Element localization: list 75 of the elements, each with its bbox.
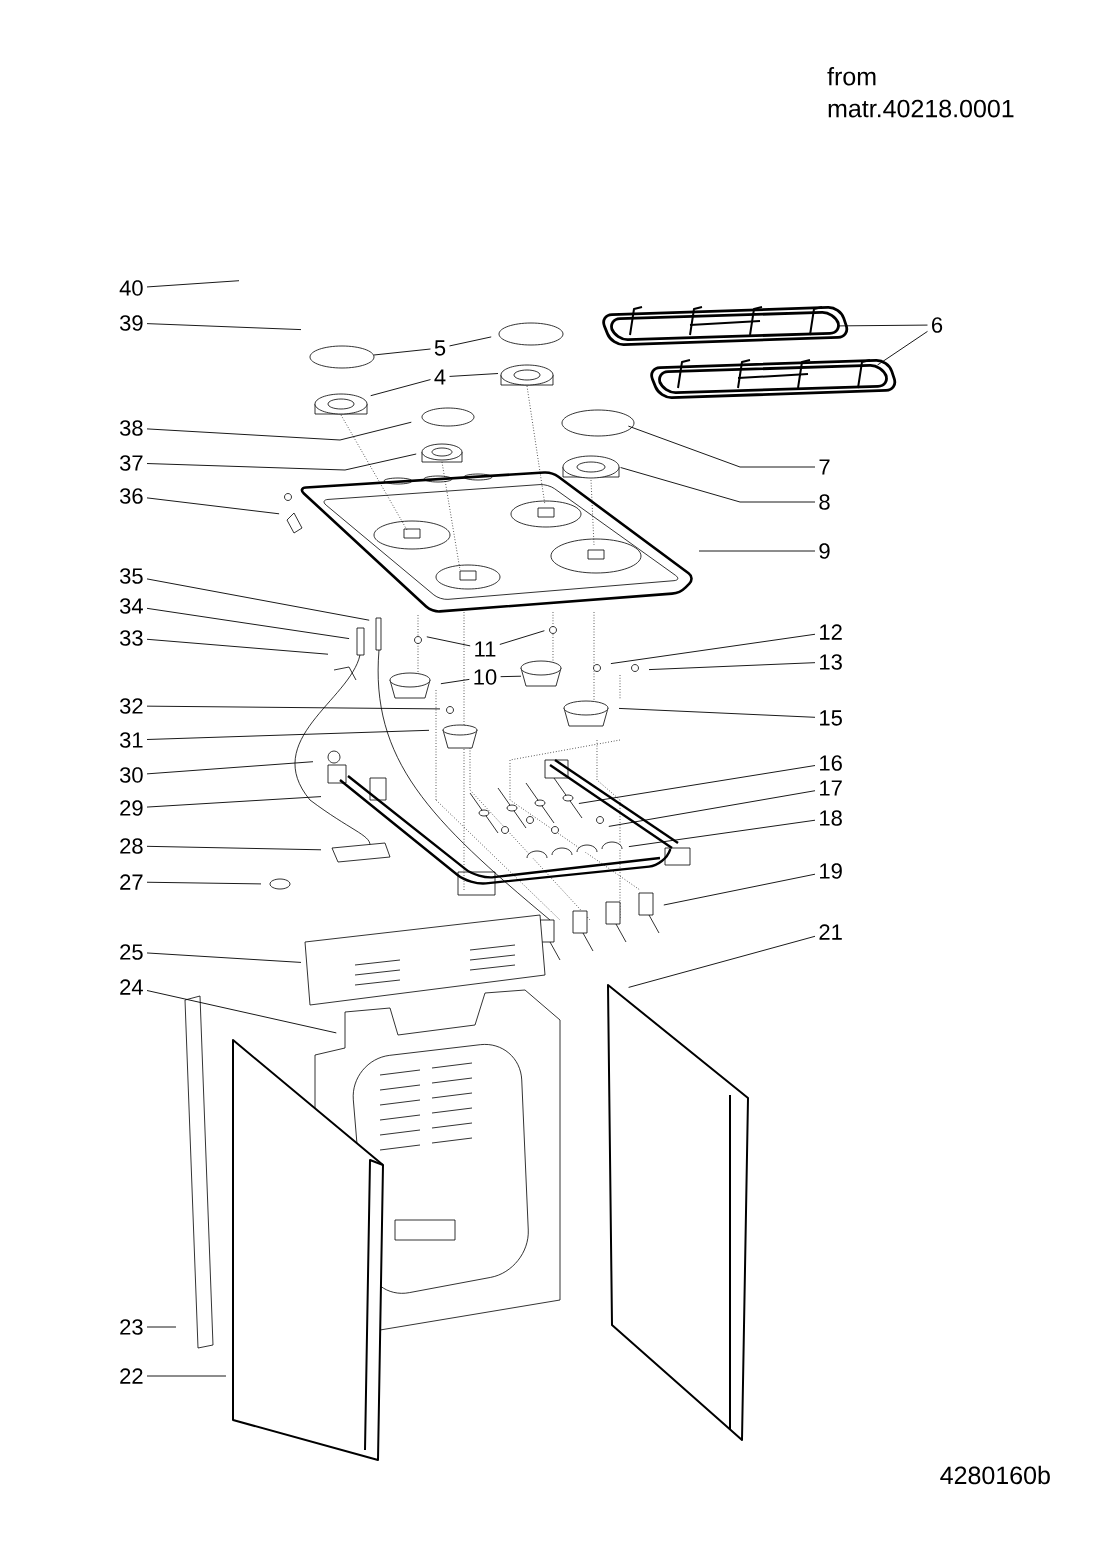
callout-number: 9 xyxy=(819,543,830,559)
leader-line xyxy=(146,1375,227,1377)
leader-line xyxy=(146,729,430,740)
callout-number: 24 xyxy=(120,979,143,995)
note: from matr.40218.0001 xyxy=(827,67,1014,118)
leader-line xyxy=(146,990,337,1034)
leader-line xyxy=(146,421,412,441)
callout-number: 27 xyxy=(120,874,143,890)
callout-number: 17 xyxy=(820,780,842,796)
callout-number: 11 xyxy=(475,641,496,657)
callout-number: 8 xyxy=(819,494,830,510)
callout-number: 18 xyxy=(820,810,842,826)
callout-number: 37 xyxy=(120,455,143,471)
leader-line xyxy=(648,662,816,671)
leader-line xyxy=(449,373,499,377)
callout-number: 10 xyxy=(474,669,497,685)
leader-line xyxy=(628,819,816,848)
leader-line xyxy=(146,497,280,515)
callout-number: 21 xyxy=(819,924,842,940)
callout-number: 38 xyxy=(120,420,143,436)
leader-line xyxy=(146,607,350,640)
leader-line xyxy=(146,881,262,885)
leader-line xyxy=(663,873,816,906)
leader-line xyxy=(499,630,545,645)
callout-number: 40 xyxy=(119,280,143,296)
callout-number: 39 xyxy=(120,315,143,331)
callout-number: 22 xyxy=(120,1368,143,1384)
leader-line xyxy=(146,705,441,710)
leader-line xyxy=(146,638,329,655)
leader-line xyxy=(618,707,816,718)
callout-number: 36 xyxy=(120,488,143,504)
callout-number: 15 xyxy=(820,710,842,726)
callout-number: 12 xyxy=(820,624,842,640)
callout-number: 6 xyxy=(932,317,943,333)
leader-line xyxy=(146,280,240,288)
leader-line xyxy=(440,678,470,685)
callout-number: 31 xyxy=(120,732,143,748)
callout-number: 30 xyxy=(120,767,143,783)
callout-number: 23 xyxy=(120,1319,143,1335)
callout-number: 19 xyxy=(820,863,842,879)
callout-number: 33 xyxy=(120,630,143,646)
callout-number: 25 xyxy=(120,944,143,960)
leader-line xyxy=(146,796,322,808)
leader-line xyxy=(146,952,302,963)
leader-line xyxy=(370,379,431,397)
leader-line xyxy=(146,323,302,331)
callout-number: 28 xyxy=(120,838,143,854)
callout-number: 13 xyxy=(820,654,842,670)
leader-line xyxy=(578,765,816,804)
leader-line xyxy=(146,453,417,471)
leader-line xyxy=(146,761,314,775)
callout-number: 16 xyxy=(820,755,842,771)
callout-number: 34 xyxy=(120,598,143,614)
leader-line xyxy=(146,578,370,621)
leader-line xyxy=(877,330,928,366)
leader-line xyxy=(500,675,522,678)
leader-line xyxy=(698,550,816,552)
callout-number: 5 xyxy=(434,340,446,356)
leader-line xyxy=(426,636,471,647)
leader-line xyxy=(628,935,816,988)
callout-number: 4 xyxy=(434,369,446,385)
leader-line xyxy=(146,845,322,851)
leader-line xyxy=(373,348,431,356)
callout-number: 29 xyxy=(120,800,143,816)
leader-line xyxy=(608,790,816,827)
callout-number: 35 xyxy=(120,568,143,584)
drawing-number: 4280160b xyxy=(940,1465,1050,1485)
leader-line xyxy=(146,1326,177,1328)
leader-line xyxy=(449,336,492,347)
callout-number: 32 xyxy=(120,698,143,714)
leader-line xyxy=(627,425,816,468)
leader-line xyxy=(610,633,816,665)
leader-line xyxy=(838,324,928,327)
leader-line xyxy=(620,467,816,503)
callout-number: 7 xyxy=(819,459,830,475)
